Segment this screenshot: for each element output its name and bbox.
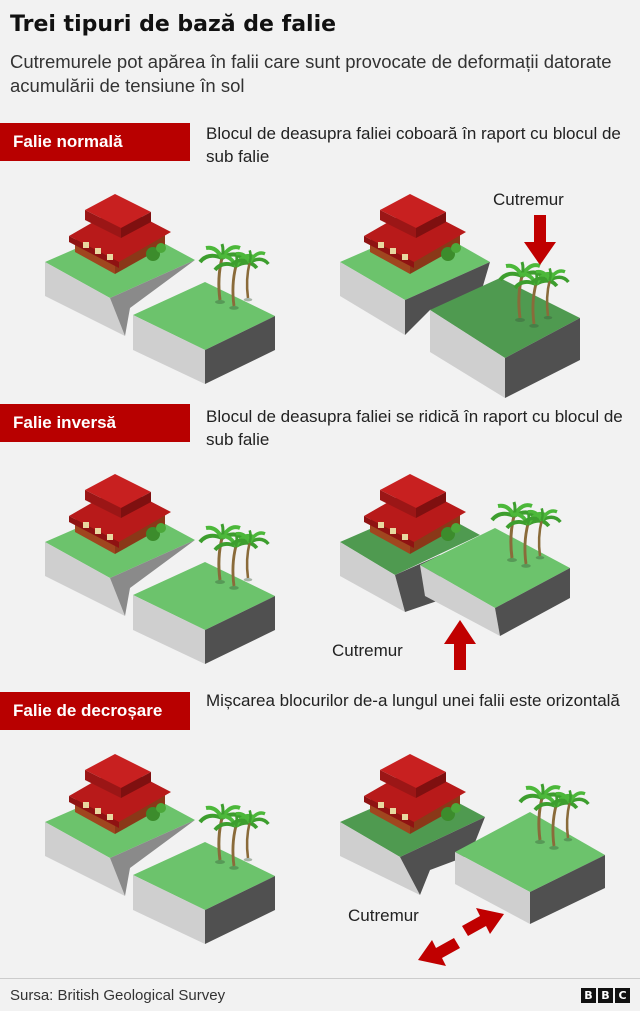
reverse-fault-after	[340, 474, 570, 670]
event-label-reverse: Cutremur	[332, 641, 403, 660]
normal-fault-before	[45, 194, 275, 384]
section-label-strike-slip: Falie de decroșare	[0, 692, 190, 730]
normal-fault-after	[340, 194, 580, 398]
strike-slip-before	[45, 754, 275, 944]
reverse-fault-before	[45, 474, 275, 664]
bbc-logo: B B C	[581, 988, 630, 1003]
strike-slip-after	[340, 754, 605, 966]
section-desc-strike-slip: Mișcarea blocurilor de-a lungul unei fal…	[206, 691, 620, 710]
section-label-normal: Falie normală	[0, 123, 190, 161]
double-arrow-icon	[418, 908, 504, 966]
source-credit: Sursa: British Geological Survey	[10, 987, 226, 1004]
bbc-letter: B	[581, 988, 596, 1003]
page-title: Trei tipuri de bază de falie	[10, 12, 337, 37]
arrow-down-icon	[524, 215, 556, 265]
section-label-reverse: Falie inversă	[0, 404, 190, 442]
section-desc-reverse: Blocul de deasupra faliei se ridică în r…	[206, 407, 623, 449]
bbc-letter: C	[615, 988, 630, 1003]
footer-divider	[0, 978, 640, 979]
section-desc-normal: Blocul de deasupra faliei coboară în rap…	[206, 124, 621, 166]
page-subtitle: Cutremurele pot apărea în falii care sun…	[10, 51, 612, 96]
event-label-normal: Cutremur	[493, 190, 564, 209]
bbc-letter: B	[598, 988, 613, 1003]
arrow-up-icon	[444, 620, 476, 670]
event-label-strike-slip: Cutremur	[348, 906, 419, 925]
